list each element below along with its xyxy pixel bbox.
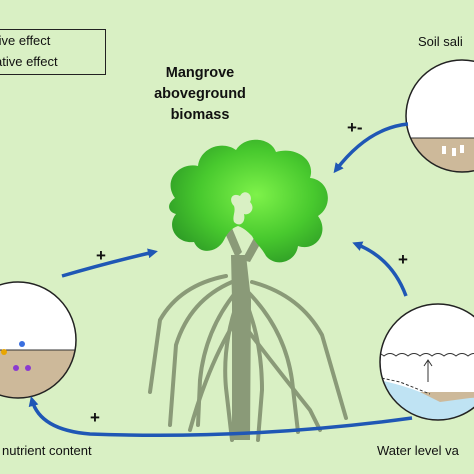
sign-salinity: +- — [347, 118, 363, 137]
label-nutrient: nutrient content — [2, 443, 92, 458]
title-line: aboveground — [154, 86, 246, 102]
water-level-circle — [379, 303, 474, 421]
arrow-water-to-nutrient — [28, 396, 413, 438]
sign-nutrient: + — [96, 246, 106, 265]
diagram-title: Mangrove aboveground biomass — [120, 63, 280, 126]
arrow-nutrient-to-biomass — [61, 248, 158, 278]
title-line: biomass — [170, 107, 230, 123]
sign-water: + — [398, 250, 408, 269]
label-water-level: Water level va — [377, 443, 459, 458]
legend-positive: tive effect — [0, 33, 51, 48]
title-line: Mangrove — [165, 65, 235, 81]
sign-water-to-nutrient: + — [90, 408, 100, 427]
legend: tive effect ative effect — [0, 29, 106, 75]
arrow-water-to-biomass — [352, 241, 408, 297]
soil-salinity-circle — [405, 59, 474, 173]
arrow-salinity-to-biomass — [333, 122, 409, 174]
label-soil-salinity: Soil sali — [418, 34, 463, 49]
nutrient-circle — [0, 281, 77, 399]
legend-negative: ative effect — [0, 54, 58, 69]
mangrove-canopy — [169, 139, 328, 263]
